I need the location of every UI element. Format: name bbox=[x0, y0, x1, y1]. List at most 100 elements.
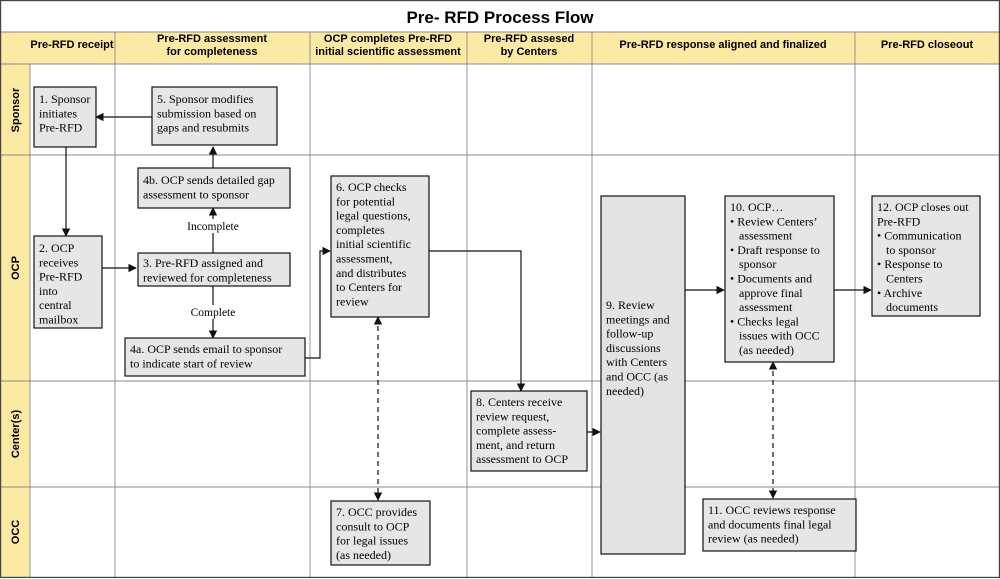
box-text-line: to sponsor bbox=[877, 243, 936, 257]
box-text-line: for legal issues bbox=[336, 534, 408, 548]
title-band bbox=[0, 0, 1000, 32]
box-text-line: legal questions, bbox=[336, 209, 411, 223]
column-header-band bbox=[0, 32, 1000, 64]
svg-text:10. OCP…• Review Centers’ as: 10. OCP…• Review Centers’ assessment• Dr… bbox=[730, 200, 820, 357]
box-text-line: initial scientific bbox=[336, 237, 411, 251]
box-text-line: assessment to OCP bbox=[476, 452, 568, 466]
box-text-line: for potential bbox=[336, 194, 396, 208]
box-text-line: • Draft response to bbox=[730, 243, 820, 257]
box-text-line: issues with OCC bbox=[730, 329, 820, 343]
box-text-line: approve final bbox=[730, 286, 803, 300]
box-text-line: 4a. OCP sends email to sponsor bbox=[130, 342, 282, 356]
box-text-line: (as needed) bbox=[730, 343, 794, 357]
edge-label-incomplete: Incomplete bbox=[187, 221, 239, 233]
arrow-6-to-8 bbox=[429, 250, 526, 392]
lane-label-band bbox=[0, 64, 30, 577]
box-text-line: and OCC (as bbox=[606, 370, 668, 384]
box-text-line: 7. OCC provides bbox=[336, 505, 417, 519]
box-text-line: review bbox=[336, 294, 369, 308]
box-text-line: review request, bbox=[476, 409, 549, 423]
box-text-line: 11. OCC reviews response bbox=[708, 503, 836, 517]
lane-label-sponsor: Sponsor bbox=[10, 87, 22, 132]
box-text-line: documents bbox=[877, 300, 938, 314]
box-text-line: assessment bbox=[730, 229, 793, 243]
box-text-line: 4b. OCP sends detailed gap bbox=[143, 173, 275, 187]
box-text-line: discussions bbox=[606, 341, 661, 355]
complete-label-bg bbox=[189, 305, 237, 319]
column-header-receipt: Pre-RFD receipt bbox=[30, 39, 113, 51]
box-text-line: 6. OCP checks bbox=[336, 180, 407, 194]
box-text-line: • Response to bbox=[877, 257, 943, 271]
box-text-line: • Communication bbox=[877, 229, 962, 243]
box-text-line: • Documents and bbox=[730, 272, 812, 286]
diagram-title: Pre- RFD Process Flow bbox=[406, 8, 594, 27]
box-text-line: complete assess- bbox=[476, 424, 556, 438]
box-text-line: • Archive bbox=[877, 286, 922, 300]
box-text-line: 9. Review bbox=[606, 298, 655, 312]
box-text-line: 10. OCP… bbox=[730, 200, 783, 214]
box-text-line: ment, and return bbox=[476, 438, 555, 452]
box-10-ocp-actions: 10. OCP…• Review Centers’ assessment• Dr… bbox=[724, 195, 835, 363]
lane-label-occ: OCC bbox=[10, 520, 22, 545]
arrow-4a-to-6 bbox=[305, 246, 331, 359]
box-text-line: needed) bbox=[606, 384, 644, 398]
box-text-line: assessment to sponsor bbox=[143, 187, 249, 201]
lane-label-centers: Center(s) bbox=[10, 410, 22, 459]
box-text-line: completes bbox=[336, 223, 385, 237]
box-text-line: with Centers bbox=[606, 355, 667, 369]
box-text-line: and distributes bbox=[336, 266, 407, 280]
box-text-line: review (as needed) bbox=[708, 532, 799, 546]
box-text-line: Centers bbox=[877, 272, 923, 286]
box-text-line: • Review Centers’ bbox=[730, 214, 818, 228]
box-text-line: Pre-RFD bbox=[39, 270, 83, 284]
box-text-line: (as needed) bbox=[336, 548, 391, 562]
box-text-line: submission based on bbox=[157, 106, 256, 120]
box-text-line: 2. OCP bbox=[39, 241, 75, 255]
box-text-line: sponsor bbox=[730, 257, 776, 271]
box-text-line: into bbox=[39, 284, 58, 298]
box-text-line: 8. Centers receive bbox=[476, 395, 562, 409]
box-text-line: assessment bbox=[730, 300, 793, 314]
edge-label-complete: Complete bbox=[191, 307, 236, 319]
box-text-line: 5. Sponsor modifies bbox=[157, 92, 254, 106]
box-text-line: Pre-RFD bbox=[39, 121, 83, 135]
column-header-closeout: Pre-RFD closeout bbox=[881, 39, 974, 51]
connectors bbox=[61, 112, 872, 501]
box-text-line: reviewed for completeness bbox=[143, 270, 272, 284]
box-text-line: initiates bbox=[39, 106, 77, 120]
box-text-line: to indicate start of review bbox=[130, 356, 253, 370]
box-text-line: 12. OCP closes out bbox=[877, 200, 969, 214]
incomplete-label-bg bbox=[186, 219, 240, 233]
box-text-line: 3. Pre-RFD assigned and bbox=[143, 256, 263, 270]
box-text-line: consult to OCP bbox=[336, 519, 410, 533]
box-text-line: • Checks legal bbox=[730, 314, 800, 328]
box-text-line: and documents final legal bbox=[708, 517, 832, 531]
box-text-line: receives bbox=[39, 255, 79, 269]
box-text-line: meetings and bbox=[606, 312, 670, 326]
